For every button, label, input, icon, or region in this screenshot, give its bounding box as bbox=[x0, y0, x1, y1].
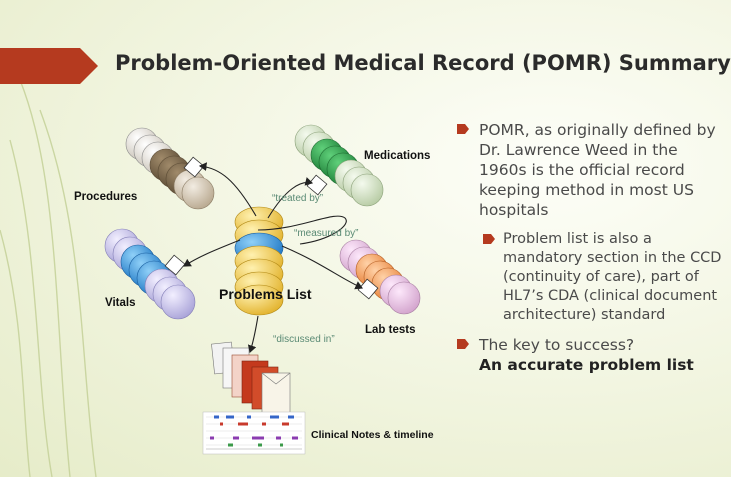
clinical-notes-documents bbox=[211, 341, 291, 414]
bullet-text-problem-list: Problem list is also a mandatory section… bbox=[503, 231, 722, 323]
bullet-subitem-problem-list: Problem list is also a mandatory section… bbox=[455, 230, 727, 325]
arrow-bullet-icon bbox=[457, 124, 469, 134]
problems-list-label: Problems List bbox=[219, 286, 312, 302]
bullet-list: POMR, as originally defined by Dr. Lawre… bbox=[455, 120, 727, 375]
bullet-text-pomr: POMR, as originally defined by Dr. Lawre… bbox=[479, 121, 716, 219]
bullet-item-key: The key to success? An accurate problem … bbox=[455, 335, 727, 375]
discussed-in-label: “discussed in” bbox=[273, 334, 335, 345]
procedures-label: Procedures bbox=[74, 191, 137, 203]
title-arrow-shape bbox=[0, 48, 98, 84]
arrow-bullet-icon bbox=[457, 339, 469, 349]
bullet-text-key: The key to success? bbox=[479, 336, 635, 354]
lab-tests-label: Lab tests bbox=[365, 324, 416, 336]
lab-tests-stack bbox=[339, 239, 421, 315]
arrow-bullet-icon bbox=[483, 234, 495, 244]
bullet-text-key-strong: An accurate problem list bbox=[479, 356, 694, 374]
vitals-stack bbox=[104, 228, 196, 320]
diagram-connectors bbox=[183, 162, 364, 354]
vitals-label: Vitals bbox=[105, 297, 135, 309]
slide-title: Problem-Oriented Medical Record (POMR) S… bbox=[115, 51, 731, 75]
medications-label: Medications bbox=[364, 150, 430, 162]
timeline-chart bbox=[202, 411, 306, 455]
procedures-stack bbox=[125, 127, 215, 210]
treated-by-label: “treated by” bbox=[272, 193, 323, 204]
measured-by-label: “measured by” bbox=[294, 228, 358, 239]
bullet-item-pomr: POMR, as originally defined by Dr. Lawre… bbox=[455, 120, 727, 220]
clinical-notes-label: Clinical Notes & timeline bbox=[311, 429, 434, 441]
